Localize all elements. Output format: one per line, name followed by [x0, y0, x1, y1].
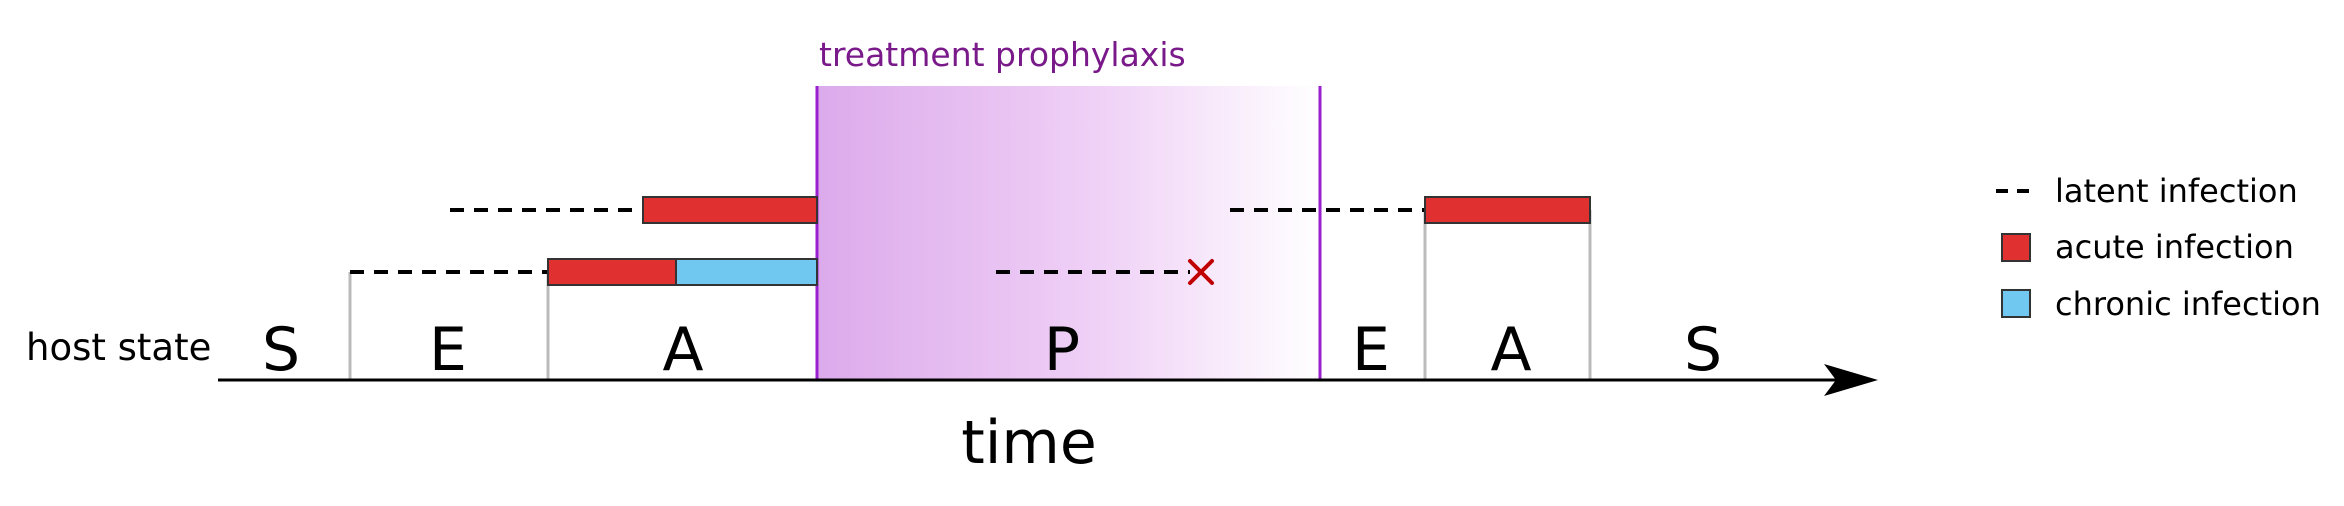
- treatment-region: [817, 86, 1320, 380]
- arrowhead-icon: [1824, 364, 1878, 396]
- legend: latent infection acute infection chronic…: [1996, 172, 2321, 323]
- acute-bar-upper: [642, 196, 818, 224]
- acute-bar-after: [1424, 196, 1591, 224]
- state-label: A: [1490, 315, 1531, 385]
- state-label: S: [1684, 315, 1722, 385]
- legend-chronic-label: chronic infection: [2055, 285, 2321, 323]
- time-axis-label: time: [961, 408, 1097, 478]
- state-dividers: [348, 210, 1592, 380]
- legend-chronic-swatch: [2001, 289, 2031, 318]
- state-label: E: [429, 315, 467, 385]
- legend-latent-label: latent infection: [2055, 172, 2298, 210]
- state-label: P: [1044, 315, 1080, 385]
- host-state-letters: S E A P E A S: [262, 315, 1722, 385]
- cross-icon: [1188, 259, 1214, 285]
- host-state-label: host state: [26, 326, 211, 369]
- state-label: E: [1352, 315, 1390, 385]
- legend-acute-swatch: [2001, 233, 2031, 262]
- state-label: A: [662, 315, 703, 385]
- latent-infection-lines: [350, 208, 1425, 274]
- state-label: S: [262, 315, 300, 385]
- acute-bar-lower: [547, 258, 677, 286]
- chronic-bar-lower: [675, 258, 818, 286]
- treatment-title: treatment prophylaxis: [819, 35, 1186, 74]
- legend-acute-label: acute infection: [2055, 228, 2294, 266]
